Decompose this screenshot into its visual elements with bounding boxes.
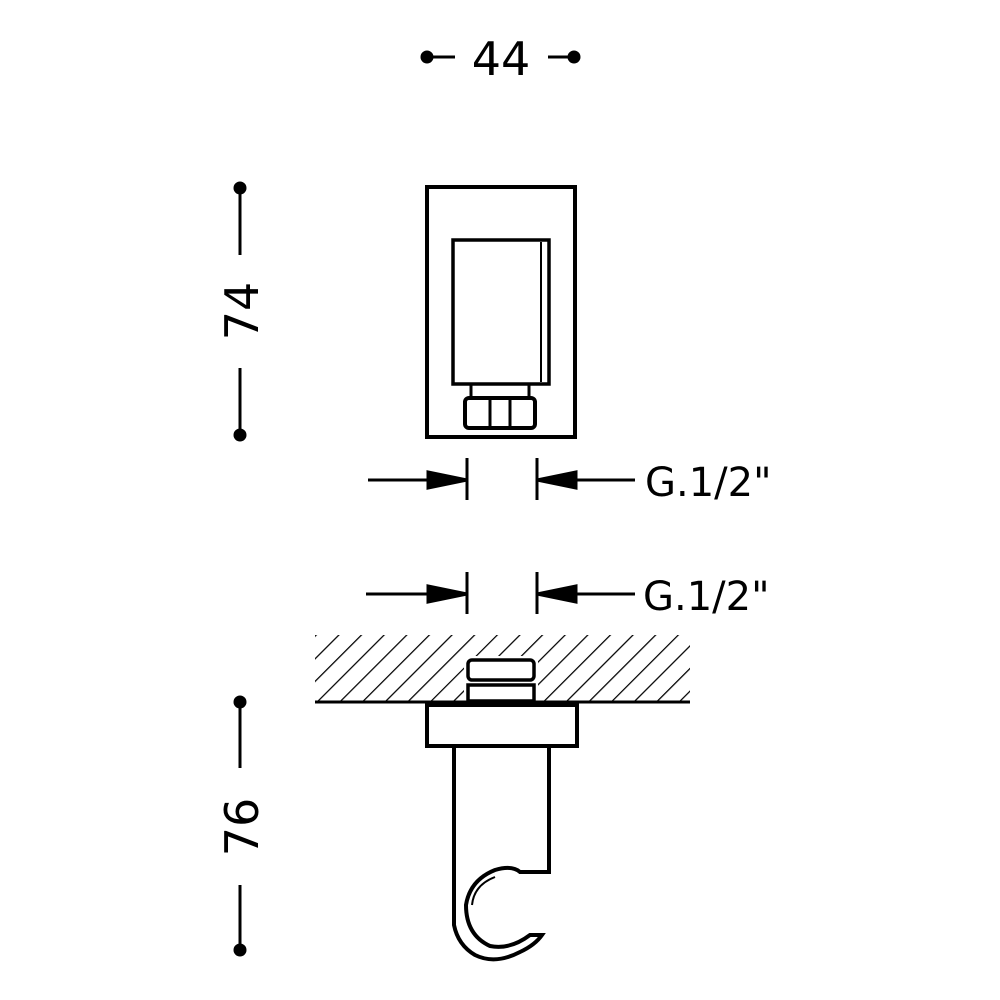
height-bottom-label: 76 — [215, 798, 269, 857]
width-dimension — [420, 50, 581, 64]
wall-section — [315, 635, 690, 704]
thread-bottom-label: G.1/2" — [643, 574, 769, 620]
height-top-label: 74 — [215, 282, 269, 341]
front-view — [425, 185, 577, 439]
dimension-dot — [567, 50, 581, 64]
side-view — [425, 658, 579, 962]
height-top-dimension — [233, 181, 247, 442]
height-bottom-dimension — [233, 695, 247, 957]
thread-top-label: G.1/2" — [645, 460, 771, 506]
width-label: 44 — [472, 32, 531, 86]
thread-bottom-dimension — [366, 572, 635, 614]
thread-top-dimension — [368, 458, 635, 500]
